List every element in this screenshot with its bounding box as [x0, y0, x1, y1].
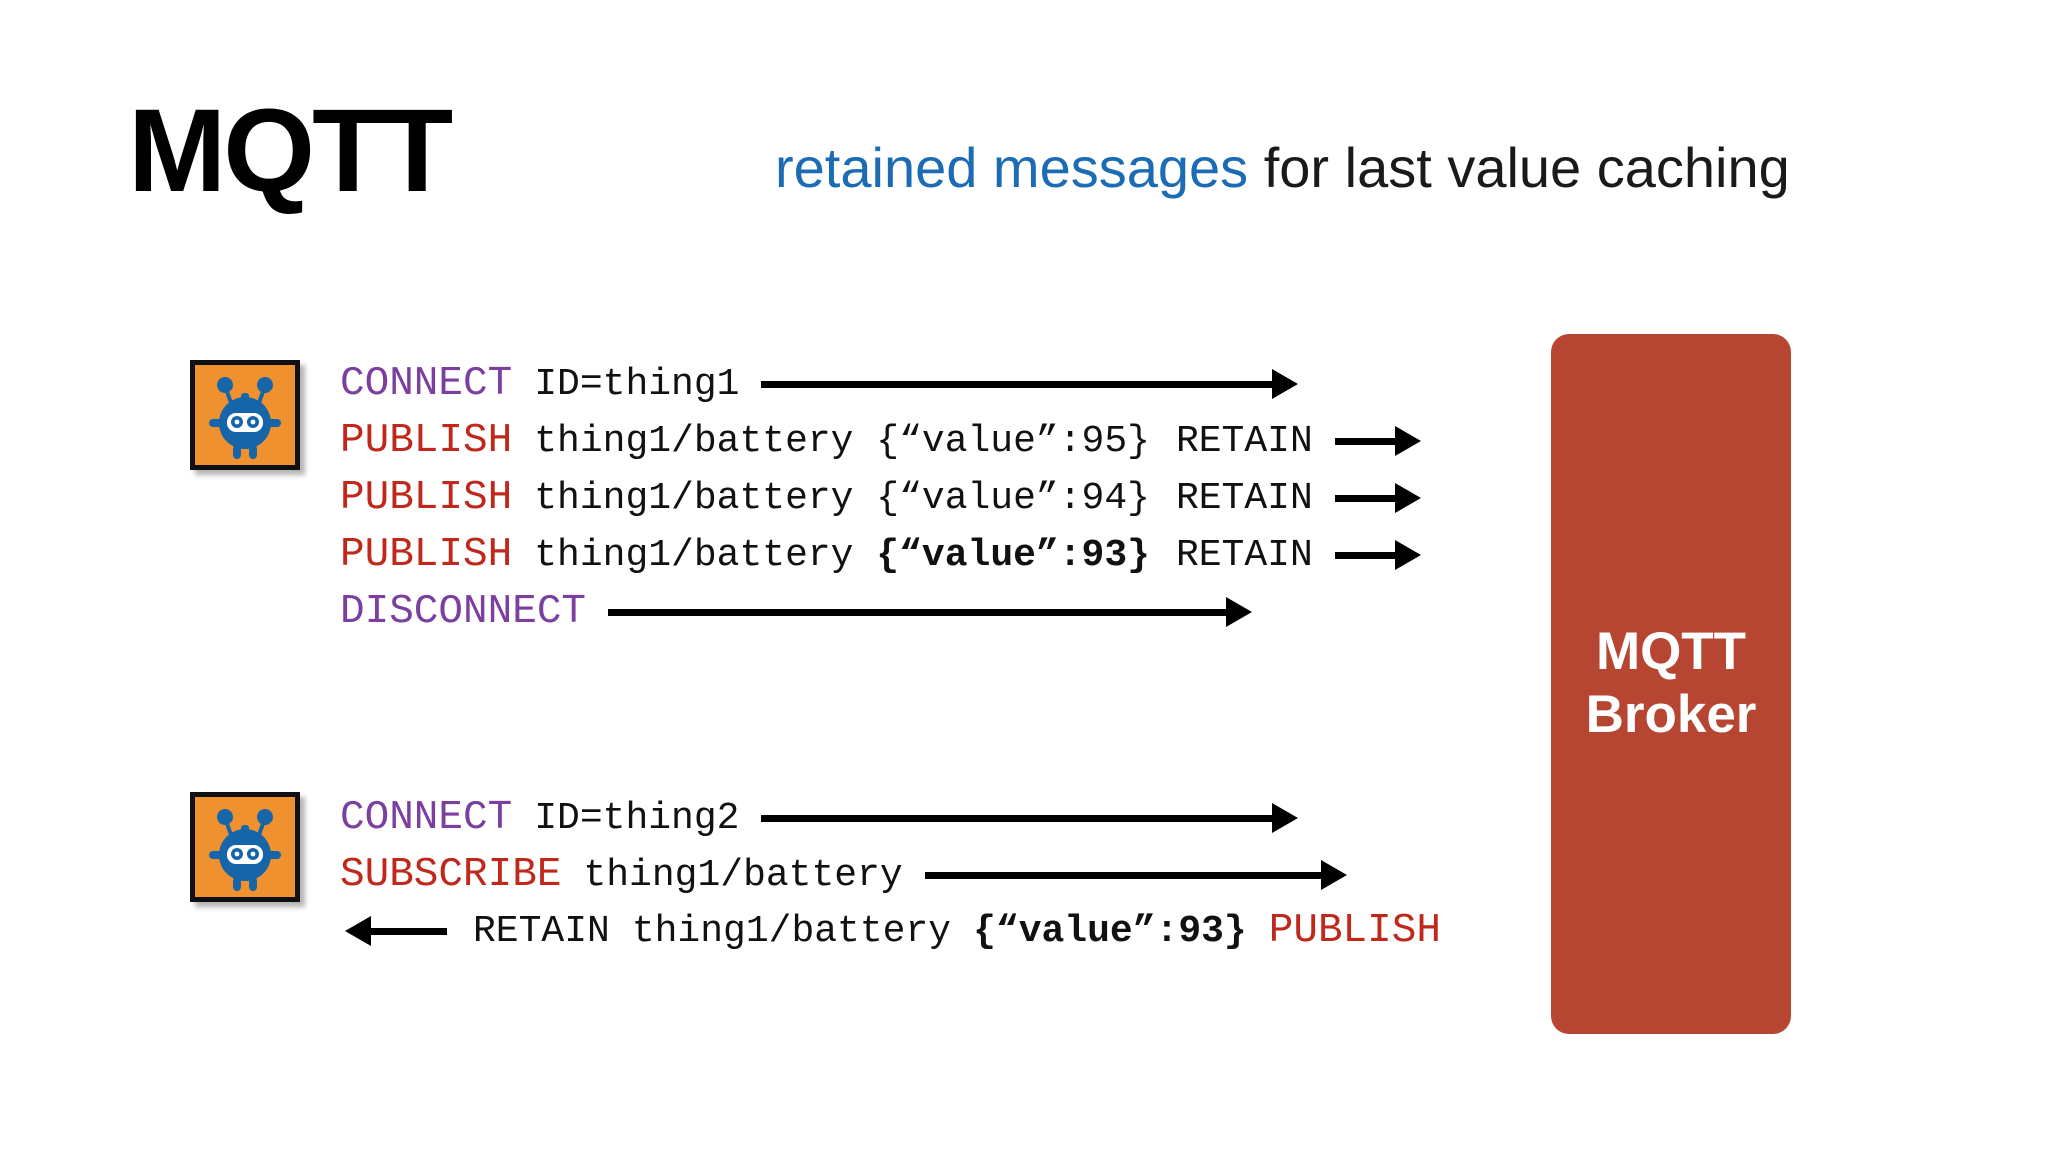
broker-title-line1: MQTT [1595, 622, 1747, 682]
message-verb: CONNECT [340, 361, 513, 407]
arrow-from-broker [345, 916, 447, 946]
message-args: ID=thing1 [534, 362, 740, 406]
retain-flag: RETAIN [1175, 476, 1313, 520]
page-title: MQTT [128, 85, 453, 217]
message-row-publish-95: PUBLISH thing1/battery {“value”:95} RETA… [340, 413, 1421, 469]
robot-icon [190, 360, 300, 470]
message-payload: {“value”:93} [876, 533, 1150, 577]
message-args: ID=thing2 [534, 796, 740, 840]
arrow-to-broker [761, 803, 1299, 833]
broker-title-line2: Broker [1585, 685, 1757, 744]
message-verb: PUBLISH [340, 418, 513, 464]
message-row-publish-94: PUBLISH thing1/battery {“value”:94} RETA… [340, 470, 1421, 526]
retain-flag: RETAIN [1175, 419, 1313, 463]
message-verb: PUBLISH [1268, 908, 1441, 954]
arrow-to-broker [1334, 426, 1421, 456]
subtitle-rest: for last value caching [1248, 136, 1790, 199]
message-topic: thing1/battery [631, 909, 952, 953]
message-verb: DISCONNECT [340, 589, 587, 635]
page-subtitle: retained messages for last value caching [775, 140, 1790, 196]
slide-header: MQTT retained messages for last value ca… [0, 0, 2048, 260]
message-topic: thing1/battery [534, 533, 877, 577]
message-row-retained-delivery: RETAIN thing1/battery {“value”:93} PUBLI… [345, 903, 1441, 959]
message-row-publish-93: PUBLISH thing1/battery {“value”:93} RETA… [340, 527, 1421, 583]
message-verb: PUBLISH [340, 532, 513, 578]
arrow-to-broker [924, 860, 1347, 890]
message-verb: CONNECT [340, 795, 513, 841]
message-args: thing1/battery {“value”:93} [534, 534, 1150, 577]
retain-flag: RETAIN [1175, 533, 1313, 577]
message-row-disconnect: DISCONNECT [340, 584, 1253, 640]
arrow-to-broker [761, 369, 1299, 399]
robot-icon [190, 792, 300, 902]
message-verb: PUBLISH [340, 475, 513, 521]
message-args: thing1/battery [583, 853, 903, 897]
retain-flag: RETAIN [473, 909, 610, 953]
message-row-connect-thing2: CONNECT ID=thing2 [340, 790, 1299, 846]
message-args: thing1/battery {“value”:95} [534, 419, 1150, 463]
arrow-to-broker [1334, 483, 1421, 513]
message-row-subscribe: SUBSCRIBE thing1/battery [340, 847, 1347, 903]
message-args: thing1/battery {“value”:94} [534, 476, 1150, 520]
arrow-to-broker [608, 597, 1253, 627]
message-row-connect-thing1: CONNECT ID=thing1 [340, 356, 1299, 412]
mqtt-broker-box: MQTT Broker [1551, 334, 1791, 1034]
message-verb: SUBSCRIBE [340, 852, 562, 898]
arrow-to-broker [1334, 540, 1421, 570]
subtitle-highlight: retained messages [775, 136, 1249, 199]
message-payload: {“value”:93} [973, 909, 1247, 953]
